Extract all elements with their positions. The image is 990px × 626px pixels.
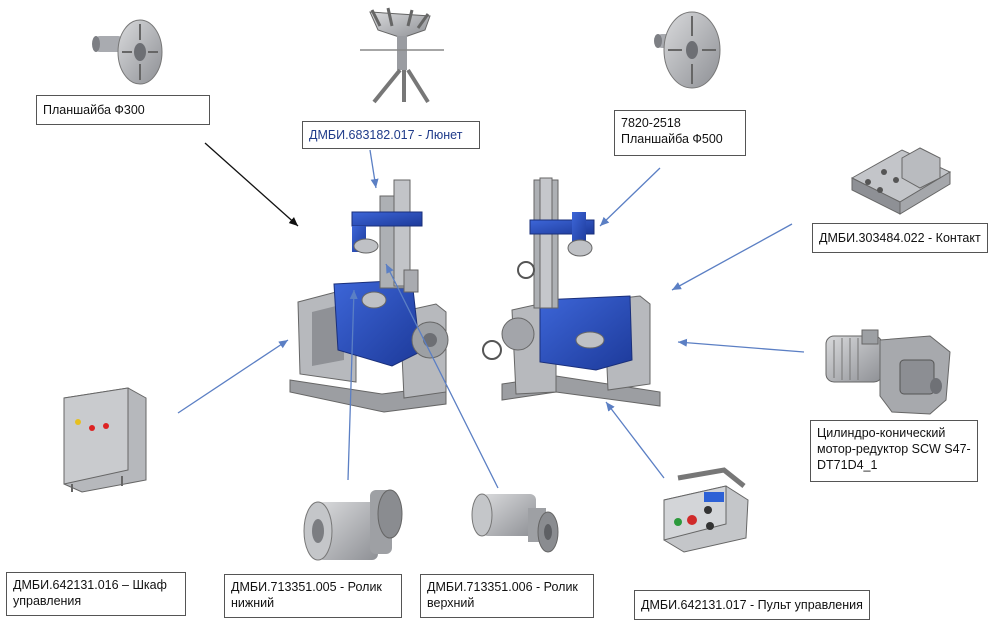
label-upper-roller: ДМБИ.713351.006 - Ролик верхний [420, 574, 594, 618]
arrow-contact [671, 223, 793, 291]
label-contact: ДМБИ.303484.022 - Контакт [812, 223, 988, 253]
faceplate-500-image [654, 11, 721, 89]
contact-image [850, 147, 952, 215]
lower-roller-image [303, 489, 403, 561]
gear-motor-image [825, 329, 951, 415]
arrow-control-cabinet [177, 339, 289, 414]
arrow-lower-roller [347, 289, 358, 481]
right-rotator-machine-image [482, 177, 661, 407]
upper-roller-image [471, 493, 559, 553]
label-faceplate-500: 7820-2518 Планшайба Ф500 [614, 110, 746, 156]
arrow-gear-motor [677, 338, 805, 353]
label-steady-rest: ДМБИ.683182.017 - Люнет [302, 121, 480, 149]
left-rotator-machine-image [289, 179, 449, 413]
faceplate-300-image [92, 19, 163, 85]
label-lower-roller: ДМБИ.713351.005 - Ролик нижний [224, 574, 402, 618]
control-cabinet-image [63, 387, 147, 493]
arrow-control-pendant [605, 401, 665, 479]
arrow-steady-rest [369, 149, 379, 189]
label-control-cabinet: ДМБИ.642131.016 – Шкаф управления [6, 572, 186, 616]
arrow-faceplate-300 [204, 142, 299, 227]
label-gear-motor: Цилиндро-конический мотор-редуктор SCW S… [810, 420, 978, 482]
control-pendant-image [663, 467, 749, 553]
steady-rest-image [360, 7, 444, 104]
label-control-pendant: ДМБИ.642131.017 - Пульт управления [634, 590, 870, 620]
label-faceplate-300: Планшайба Ф300 [36, 95, 210, 125]
arrow-faceplate-500 [599, 167, 661, 227]
arrow-upper-roller [385, 263, 499, 489]
